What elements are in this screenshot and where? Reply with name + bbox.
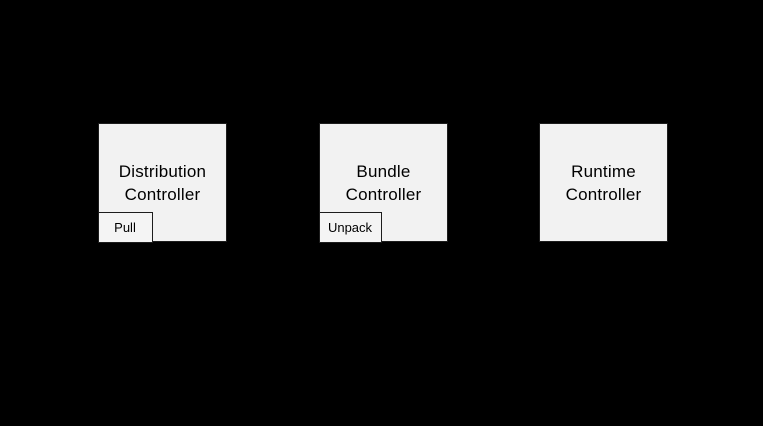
node-distribution-controller: Distribution Controller Pull	[97, 123, 227, 243]
node-label: Runtime Controller	[565, 161, 642, 204]
node-bundle-controller: Bundle Controller Unpack	[318, 123, 448, 243]
tag-pull: Pull	[97, 211, 153, 243]
tag-label: Pull	[114, 219, 136, 235]
node-label: Bundle Controller	[345, 161, 422, 204]
node-label: Distribution Controller	[118, 161, 207, 204]
tag-label: Unpack	[327, 219, 373, 235]
node-runtime-controller: Runtime Controller	[539, 123, 668, 242]
tag-unpack: Unpack	[318, 211, 382, 243]
